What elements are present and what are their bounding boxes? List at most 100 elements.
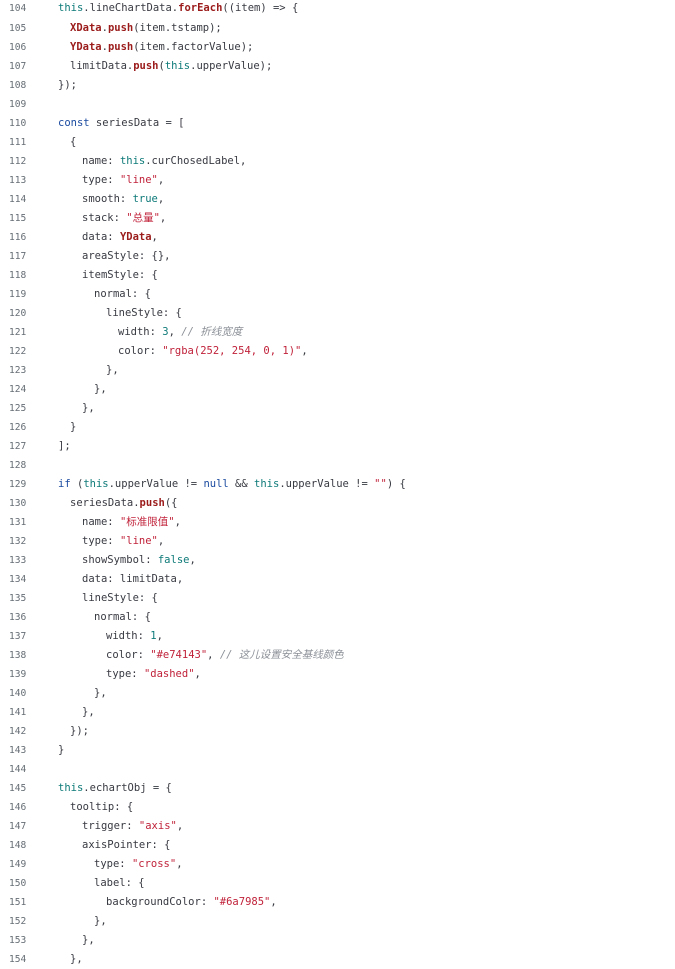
code-token-plain: }, (94, 915, 107, 927)
code-token-plain: ((item) => { (222, 2, 299, 14)
code-line: 106 YData.push(item.factorValue); (0, 38, 675, 57)
code-token-plain: color: (106, 649, 151, 661)
code-token-plain: , (157, 535, 165, 547)
line-number: 153 (9, 935, 27, 946)
code-text: backgroundColor: "#6a7985", (106, 893, 277, 912)
code-token-plain: , (176, 858, 183, 870)
code-token-plain: , (176, 820, 184, 832)
line-number: 130 (9, 498, 27, 509)
code-token-plain: , (159, 212, 167, 224)
code-token-plain: normal: { (94, 288, 151, 300)
line-number: 132 (9, 536, 27, 547)
code-token-comment: // 折线宽度 (181, 326, 243, 338)
code-token-plain: type: (82, 174, 120, 186)
code-token-plain: .upperValue != (279, 478, 375, 490)
code-text: type: "cross", (94, 855, 183, 874)
code-token-str: "dashed" (143, 668, 195, 680)
line-number: 151 (9, 897, 27, 908)
line-number: 154 (9, 954, 27, 965)
line-number: 106 (9, 42, 27, 53)
code-token-plain: ({ (164, 497, 178, 509)
code-token-plain: type: (106, 668, 144, 680)
code-line: 153}, (0, 931, 675, 950)
code-token-plain: && (228, 478, 255, 490)
code-token-this: this (58, 782, 84, 794)
code-line: 124}, (0, 380, 675, 399)
code-token-comment: // 这儿设置安全基线颜色 (219, 649, 344, 661)
line-number: 121 (9, 327, 27, 338)
code-token-plain: areaStyle: {}, (82, 250, 171, 262)
code-token-bool: true (132, 193, 158, 205)
code-token-this: this (58, 2, 84, 14)
code-token-str: "line" (119, 174, 158, 186)
code-line: 128 (0, 456, 675, 475)
line-number: 120 (9, 308, 27, 319)
code-token-plain: data: limitData, (82, 573, 184, 585)
code-text: itemStyle: { (82, 266, 158, 285)
code-text: YData.push(item.factorValue); (70, 38, 253, 57)
code-text: width: 1, (106, 627, 163, 646)
code-text: } (58, 741, 64, 760)
code-token-plain: }, (82, 402, 95, 414)
code-token-fn: push (107, 22, 134, 34)
line-number: 129 (9, 479, 27, 490)
code-token-plain: , (189, 554, 196, 566)
code-text: name: "标准限值", (82, 513, 181, 532)
line-number: 141 (9, 707, 27, 718)
code-line: 154}, (0, 950, 675, 969)
code-token-plain: , (156, 630, 163, 642)
line-number: 114 (9, 194, 27, 205)
code-line: 142}); (0, 722, 675, 741)
code-token-plain: limitData. (70, 60, 134, 72)
code-token-this: this (164, 60, 191, 72)
code-token-plain: }, (82, 706, 95, 718)
code-text: lineStyle: { (82, 589, 158, 608)
code-text: XData.push(item.tstamp); (70, 19, 222, 38)
code-token-str: "总量" (126, 212, 160, 224)
code-token-plain: (item.tstamp); (133, 22, 222, 34)
line-number: 116 (9, 232, 27, 243)
code-token-plain: }, (94, 687, 107, 699)
code-text: limitData.push(this.upperValue); (70, 57, 272, 76)
code-text: ]; (58, 437, 71, 456)
code-token-str: "" (374, 478, 387, 490)
line-number: 147 (9, 821, 27, 832)
line-number: 142 (9, 726, 27, 737)
code-token-plain: seriesData. (70, 497, 140, 509)
code-text: lineStyle: { (106, 304, 182, 323)
code-token-plain: } (70, 421, 77, 433)
line-number: 117 (9, 251, 27, 262)
code-token-plain: }, (106, 364, 119, 376)
line-number: 123 (9, 365, 27, 376)
code-token-fn: push (107, 41, 134, 53)
code-token-this: this (83, 478, 109, 490)
code-line: 151 backgroundColor: "#6a7985", (0, 893, 675, 912)
code-token-str: "#6a7985" (213, 896, 271, 908)
line-number: 110 (9, 118, 27, 129)
code-token-plain: trigger: (82, 820, 139, 832)
line-number: 126 (9, 422, 27, 433)
code-line: 143} (0, 741, 675, 760)
code-token-plain: (item.factorValue); (133, 41, 254, 53)
code-token-plain: name: (82, 516, 120, 528)
line-number: 109 (9, 99, 27, 110)
code-token-plain: label: { (94, 877, 145, 889)
code-line: 127]; (0, 437, 675, 456)
line-number: 133 (9, 555, 27, 566)
code-line: 144 (0, 760, 675, 779)
code-line: 120 lineStyle: { (0, 304, 675, 323)
code-token-plain: }, (82, 934, 95, 946)
code-token-plain: showSymbol: (82, 554, 158, 566)
code-text: }, (94, 684, 107, 703)
code-text: data: YData, (82, 228, 158, 247)
code-token-plain: , (207, 649, 220, 661)
code-token-plain: , (301, 345, 308, 357)
